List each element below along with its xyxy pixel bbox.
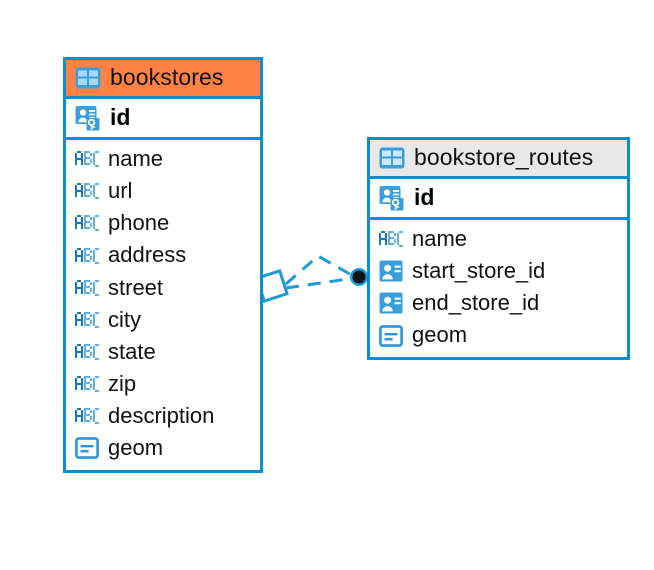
field-row-name[interactable]: name <box>370 223 627 255</box>
entity-title: bookstores <box>110 64 224 90</box>
abc-text-icon <box>75 408 99 425</box>
field-name: end_store_id <box>412 290 540 316</box>
abc-text-icon <box>75 183 99 200</box>
relationship-target-dot-icon <box>350 268 368 286</box>
field-row-start_store_id[interactable]: start_store_id <box>370 255 627 287</box>
field-name: street <box>108 274 164 300</box>
entity-header-bookstore_routes[interactable]: bookstore_routes <box>370 140 627 179</box>
field-name: id <box>110 104 131 130</box>
entity-title: bookstore_routes <box>414 144 594 170</box>
entity-table-bookstores[interactable]: bookstores id <box>63 57 263 473</box>
entity-table-bookstore_routes[interactable]: bookstore_routes id <box>367 137 630 360</box>
field-row-end_store_id[interactable]: end_store_id <box>370 287 627 319</box>
primary-key-icon <box>379 185 405 211</box>
abc-text-icon <box>379 231 403 248</box>
field-row-state[interactable]: state <box>66 336 260 368</box>
abc-text-icon <box>75 215 99 232</box>
field-row-geom[interactable]: geom <box>66 432 260 464</box>
primary-key-icon <box>75 105 101 131</box>
field-row-geom[interactable]: geom <box>370 319 627 351</box>
field-row-primary-key[interactable]: id <box>66 99 260 140</box>
field-name: url <box>108 178 133 204</box>
field-name: address <box>108 242 187 268</box>
foreign-key-icon <box>379 291 403 315</box>
field-row-zip[interactable]: zip <box>66 368 260 400</box>
table-icon <box>379 147 405 169</box>
field-row-address[interactable]: address <box>66 239 260 271</box>
abc-text-icon <box>75 279 99 296</box>
field-row-description[interactable]: description <box>66 400 260 432</box>
field-row-city[interactable]: city <box>66 304 260 336</box>
field-name: state <box>108 338 156 364</box>
geometry-icon <box>75 437 99 460</box>
field-row-name[interactable]: name <box>66 143 260 175</box>
entity-header-bookstores[interactable]: bookstores <box>66 60 260 99</box>
field-name: id <box>414 184 435 210</box>
field-name: geom <box>412 322 468 348</box>
field-name: description <box>108 403 215 429</box>
table-icon <box>75 67 101 89</box>
field-row-phone[interactable]: phone <box>66 207 260 239</box>
abc-text-icon <box>75 376 99 393</box>
field-name: geom <box>108 435 164 461</box>
field-row-url[interactable]: url <box>66 175 260 207</box>
field-row-primary-key[interactable]: id <box>370 179 627 220</box>
abc-text-icon <box>75 344 99 361</box>
field-name: name <box>412 226 468 251</box>
abc-text-icon <box>75 151 99 168</box>
field-name: city <box>108 306 141 332</box>
field-name: phone <box>108 210 170 236</box>
geometry-icon <box>379 324 403 347</box>
field-list-bookstore_routes: name start_store_id <box>370 220 627 357</box>
abc-text-icon <box>75 311 99 328</box>
field-list-bookstores: name <box>66 140 260 470</box>
abc-text-icon <box>75 247 99 264</box>
field-name: name <box>108 146 164 171</box>
relationship-lines <box>285 254 356 290</box>
foreign-key-icon <box>379 259 403 283</box>
field-name: start_store_id <box>412 258 546 284</box>
field-name: zip <box>108 371 137 397</box>
field-row-street[interactable]: street <box>66 272 260 304</box>
